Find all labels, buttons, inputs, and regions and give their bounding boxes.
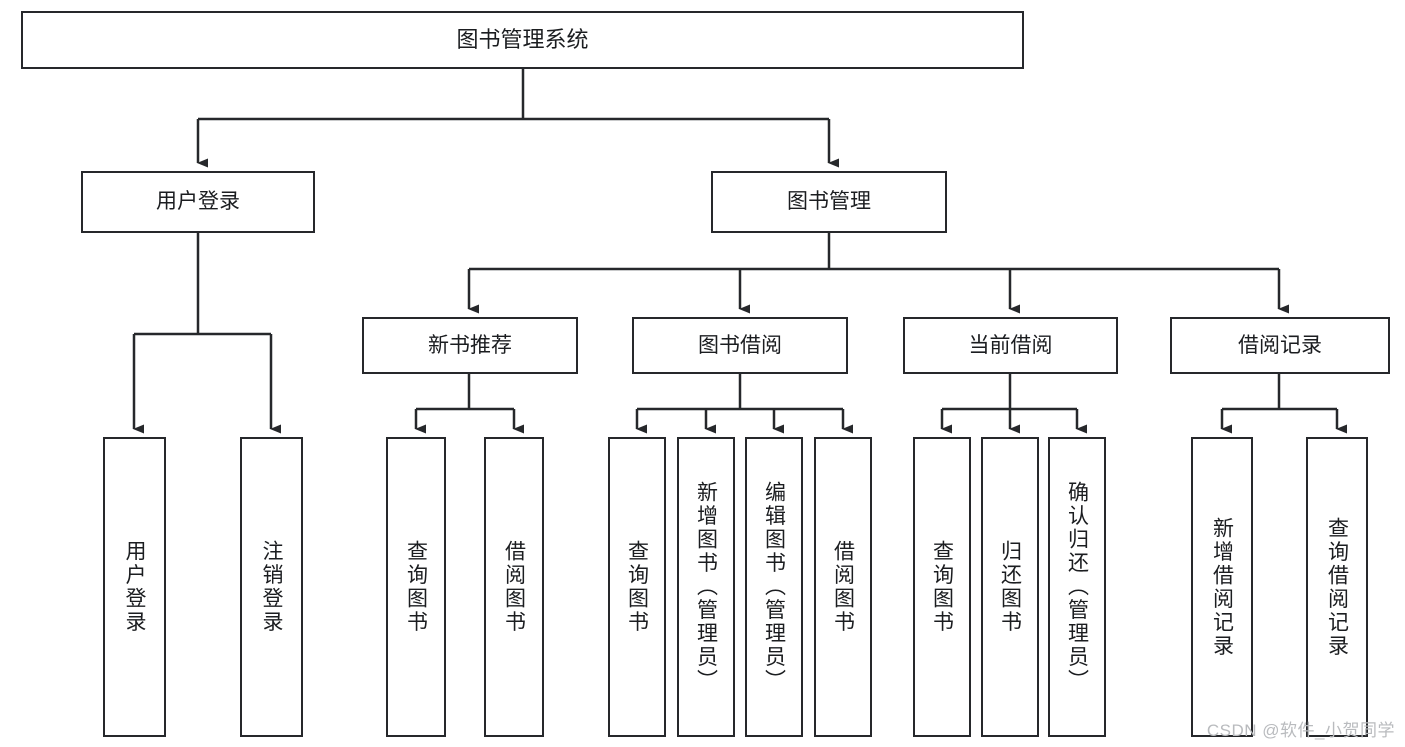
node-leaf-borrow-book-1-label: 借阅图书 bbox=[502, 540, 526, 634]
node-leaf-logout-label: 注销登录 bbox=[260, 540, 283, 634]
node-leaf-add-book-label: 新增图书（管理员） bbox=[694, 481, 718, 693]
node-leaf-query-book-3-label: 查询图书 bbox=[930, 540, 954, 634]
node-leaf-query-book-1[interactable]: 查询图书 bbox=[386, 437, 446, 737]
node-leaf-query-record-label: 查询借阅记录 bbox=[1325, 516, 1349, 658]
node-leaf-add-book[interactable]: 新增图书（管理员） bbox=[677, 437, 735, 737]
node-leaf-query-book-2-label: 查询图书 bbox=[625, 540, 649, 634]
node-current-borrow[interactable]: 当前借阅 bbox=[903, 317, 1118, 374]
node-leaf-add-record-label: 新增借阅记录 bbox=[1210, 516, 1234, 658]
node-new-book-recommend[interactable]: 新书推荐 bbox=[362, 317, 578, 374]
node-leaf-add-record[interactable]: 新增借阅记录 bbox=[1191, 437, 1253, 737]
node-leaf-edit-book[interactable]: 编辑图书（管理员） bbox=[745, 437, 803, 737]
node-leaf-edit-book-label: 编辑图书（管理员） bbox=[762, 481, 786, 693]
node-user-login[interactable]: 用户登录 bbox=[81, 171, 315, 233]
node-book-borrow[interactable]: 图书借阅 bbox=[632, 317, 848, 374]
node-borrow-record-label: 借阅记录 bbox=[1238, 333, 1322, 357]
node-new-book-recommend-label: 新书推荐 bbox=[428, 333, 512, 357]
node-leaf-query-book-1-label: 查询图书 bbox=[404, 540, 428, 634]
node-user-login-label: 用户登录 bbox=[156, 190, 240, 214]
node-leaf-borrow-book-1[interactable]: 借阅图书 bbox=[484, 437, 544, 737]
node-leaf-logout[interactable]: 注销登录 bbox=[240, 437, 303, 737]
node-leaf-return-book-label: 归还图书 bbox=[998, 540, 1022, 634]
node-borrow-record[interactable]: 借阅记录 bbox=[1170, 317, 1390, 374]
node-leaf-confirm-return-label: 确认归还（管理员） bbox=[1065, 481, 1089, 693]
node-book-borrow-label: 图书借阅 bbox=[698, 333, 782, 357]
csdn-watermark: CSDN @软件_小贺同学 bbox=[1206, 721, 1395, 740]
node-book-manage-label: 图书管理 bbox=[787, 190, 871, 214]
node-leaf-query-book-3[interactable]: 查询图书 bbox=[913, 437, 971, 737]
node-leaf-query-book-2[interactable]: 查询图书 bbox=[608, 437, 666, 737]
node-book-manage[interactable]: 图书管理 bbox=[711, 171, 947, 233]
node-leaf-user-login[interactable]: 用户登录 bbox=[103, 437, 166, 737]
node-leaf-query-record[interactable]: 查询借阅记录 bbox=[1306, 437, 1368, 737]
node-leaf-user-login-label: 用户登录 bbox=[123, 540, 146, 634]
node-leaf-borrow-book-2-label: 借阅图书 bbox=[831, 540, 855, 634]
node-leaf-confirm-return[interactable]: 确认归还（管理员） bbox=[1048, 437, 1106, 737]
node-current-borrow-label: 当前借阅 bbox=[968, 333, 1053, 357]
node-root[interactable]: 图书管理系统 bbox=[21, 11, 1024, 69]
node-root-label: 图书管理系统 bbox=[456, 26, 589, 52]
node-leaf-borrow-book-2[interactable]: 借阅图书 bbox=[814, 437, 872, 737]
node-leaf-return-book[interactable]: 归还图书 bbox=[981, 437, 1039, 737]
